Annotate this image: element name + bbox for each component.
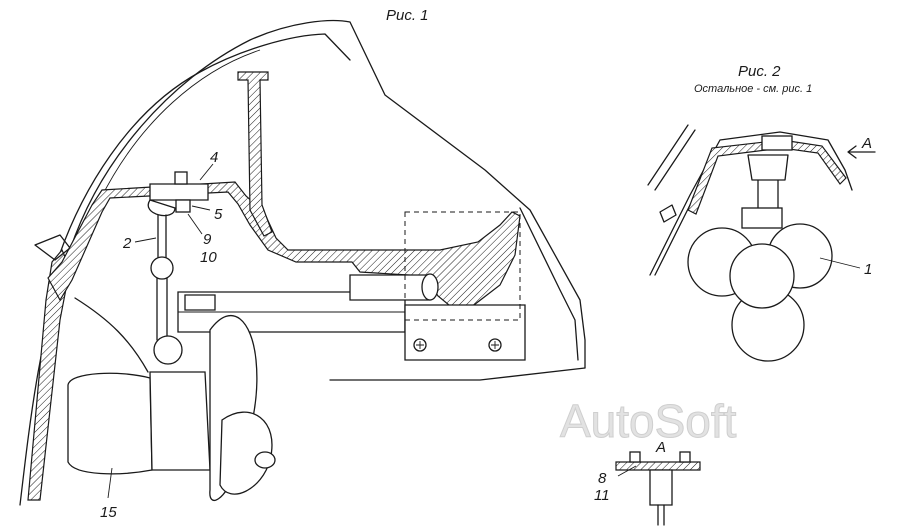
detail-frame (404, 211, 521, 321)
vertical-partition (237, 71, 273, 237)
cab-outline (19, 19, 586, 506)
window-line (99, 49, 261, 201)
fig2-hatched-panel (687, 139, 847, 215)
callout-1: 1 (864, 261, 872, 278)
figure-2 (647, 124, 876, 362)
cylinder-body (349, 274, 431, 301)
leader-15 (107, 467, 113, 499)
rear-wall (519, 207, 579, 361)
ball-joint-upper (150, 256, 174, 280)
fig2-frame-line (649, 131, 853, 276)
hose (74, 297, 149, 373)
bar-bracket (184, 294, 216, 311)
callout-5: 5 (214, 206, 223, 223)
view-a-nut-right (679, 451, 691, 463)
callout-11: 11 (594, 487, 610, 504)
view-a-plate (615, 461, 701, 471)
rod-2 (157, 214, 167, 259)
view-a-stem (657, 504, 665, 526)
leader-8 (617, 465, 637, 477)
figure-2-subcaption: Остальное - см. рис. 1 (694, 83, 812, 95)
figure-1 (19, 19, 586, 506)
view-a-nut-left (629, 451, 641, 463)
view-a-shaft (649, 469, 673, 506)
callout-8: 8 (598, 470, 607, 487)
callout-10: 10 (200, 249, 217, 266)
callout-9: 9 (203, 231, 212, 248)
fig2-horn-center (729, 243, 795, 309)
fig2-pillar (647, 124, 696, 276)
fig2-sleeve (741, 207, 783, 229)
fig2-mount (761, 135, 793, 151)
view-marker-fig2: A (861, 135, 872, 152)
view-a-detail (615, 451, 701, 526)
right-bracket (404, 304, 526, 361)
bushing (147, 199, 176, 217)
leader-4 (199, 163, 214, 181)
lower-body-line (329, 367, 586, 381)
callout-15: 15 (100, 504, 117, 521)
leader-5 (191, 205, 211, 211)
figure-2-caption: Рис. 2 (738, 63, 781, 80)
bolt-head (174, 171, 188, 185)
leader-2 (134, 237, 157, 243)
fig2-arrow-a (847, 145, 876, 159)
cylinder-end (421, 273, 439, 301)
nut-5 (175, 199, 191, 213)
callout-4: 4 (210, 149, 218, 166)
fig2-rod (747, 154, 789, 211)
leader-1 (819, 257, 861, 269)
cab-inner-outline (54, 33, 351, 269)
ball-joint-lower (153, 335, 183, 365)
floor-panel-section (47, 181, 521, 311)
horn-collar (149, 371, 211, 471)
horn-cap (254, 451, 276, 469)
rod-lower (156, 277, 168, 341)
watermark: AutoSoft (560, 395, 737, 447)
fig2-clip (659, 204, 677, 223)
view-marker-detail: A (655, 439, 666, 456)
horn-body-15 (67, 372, 153, 475)
mount-bracket (149, 183, 209, 201)
callout-2: 2 (122, 235, 132, 252)
leader-9 (187, 213, 203, 235)
figure-1-caption: Рис. 1 (386, 7, 429, 24)
